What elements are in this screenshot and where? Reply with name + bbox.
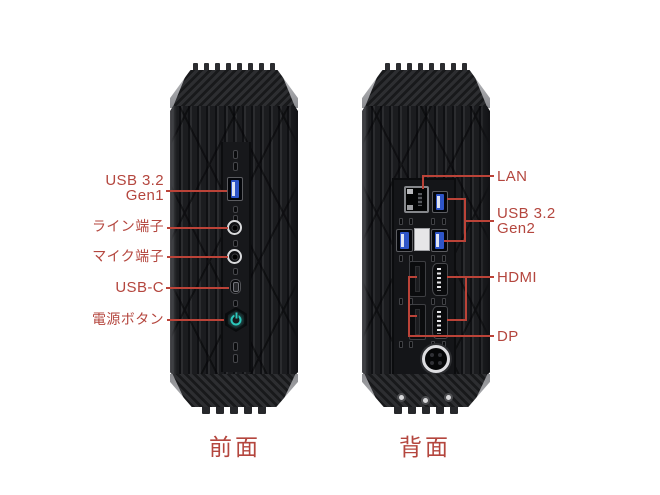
screw-hole: [397, 393, 406, 402]
label-mic-jack: マイク端子: [92, 248, 164, 264]
back-usb-a-port: [396, 229, 413, 252]
body-edge-right: [480, 106, 490, 376]
leader-hdmi-stub-bottom: [447, 319, 467, 321]
label-usb32-gen1-line1: USB 3.2: [105, 172, 164, 189]
lan-pins: [418, 193, 422, 206]
bottom-cap: [170, 374, 298, 407]
leader-dp-stub-bottom: [408, 315, 417, 317]
label-usb32-gen1-line2: Gen1: [125, 187, 164, 204]
top-fins: [193, 63, 275, 70]
label-usb32-gen2-line1: USB 3.2: [497, 205, 556, 222]
leader-usb2-bracket: [464, 198, 466, 242]
leader-hdmi-to-label: [447, 276, 494, 278]
leader-line-usb-c: [166, 287, 229, 289]
label-lan: LAN: [497, 168, 528, 185]
displayport: [409, 261, 426, 297]
hdmi-port: [432, 306, 448, 339]
leader-usb2-to-label: [466, 220, 494, 222]
leader-line-lan-drop: [422, 175, 424, 189]
leader-dp-to-label: [408, 335, 494, 337]
vent-slot: [442, 218, 446, 225]
vent-slot: [409, 218, 413, 225]
back-device: [362, 63, 490, 415]
front-usb-a-port: [227, 177, 243, 201]
vent-slot: [431, 298, 435, 305]
leader-line-mic-jack: [167, 256, 228, 258]
label-usb-c: USB-C: [115, 279, 164, 296]
front-caption: 前面: [209, 434, 261, 460]
bottom-fins: [394, 407, 458, 414]
vent-slot: [233, 162, 238, 171]
vent-slot: [409, 255, 413, 262]
top-cap: [170, 70, 298, 108]
back-usb-a-port: [432, 191, 448, 213]
screw-hole: [421, 396, 430, 405]
label-usb32-gen1: USB 3.2 Gen1: [105, 173, 164, 203]
leader-line-line-jack: [167, 227, 228, 229]
back-caption: 背面: [399, 434, 451, 460]
vent-slot: [431, 218, 435, 225]
label-usb32-gen2-line2: Gen2: [497, 220, 536, 237]
vent-slot: [442, 255, 446, 262]
carbon-hatch: [172, 374, 296, 407]
vent-slot: [233, 150, 238, 159]
front-device: [170, 63, 298, 415]
vent-slot: [431, 255, 435, 262]
vent-slot: [233, 300, 238, 307]
bottom-fins: [202, 407, 266, 414]
label-line-jack: ライン端子: [92, 218, 164, 234]
vent-slot: [233, 342, 238, 351]
leader-usb2-stub-top: [447, 198, 466, 200]
power-icon: [230, 314, 242, 325]
label-usb32-gen2: USB 3.2 Gen2: [497, 206, 556, 236]
vent-slot: [399, 341, 403, 348]
leader-line-lan: [422, 175, 494, 177]
lan-port: [404, 186, 429, 213]
vent-slot: [399, 255, 403, 262]
vent-slot: [233, 206, 238, 213]
dc-power-connector: [422, 345, 450, 373]
leader-dp-bracket: [408, 276, 410, 337]
leader-dp-stub-top: [408, 276, 417, 278]
vent-slot: [399, 298, 403, 305]
top-cap: [362, 70, 490, 108]
leader-usb2-stub-bottom: [444, 240, 466, 242]
vent-slot: [233, 354, 238, 363]
front-usb-c-port: [230, 279, 241, 294]
screw-hole: [444, 393, 453, 402]
leader-hdmi-bracket: [465, 276, 467, 321]
label-dp: DP: [497, 328, 519, 345]
vent-slot: [233, 268, 238, 275]
vent-slot: [442, 298, 446, 305]
body-edge-left: [170, 106, 177, 376]
io-blank-plate: [414, 228, 430, 251]
body-edge-right: [288, 106, 298, 376]
vent-slot: [233, 240, 238, 247]
carbon-hatch: [364, 70, 488, 108]
top-fins: [385, 63, 467, 70]
line-out-jack: [227, 220, 242, 235]
body-edge-left: [362, 106, 369, 376]
carbon-hatch: [172, 70, 296, 108]
vent-slot: [409, 341, 413, 348]
label-power: 電源ボタン: [92, 311, 164, 327]
mic-jack: [227, 249, 242, 264]
leader-line-power: [167, 319, 224, 321]
hdmi-port: [432, 263, 448, 296]
leader-line-usb-gen1: [166, 190, 227, 192]
label-hdmi: HDMI: [497, 269, 537, 286]
power-button: [225, 307, 247, 332]
vent-slot: [399, 218, 403, 225]
